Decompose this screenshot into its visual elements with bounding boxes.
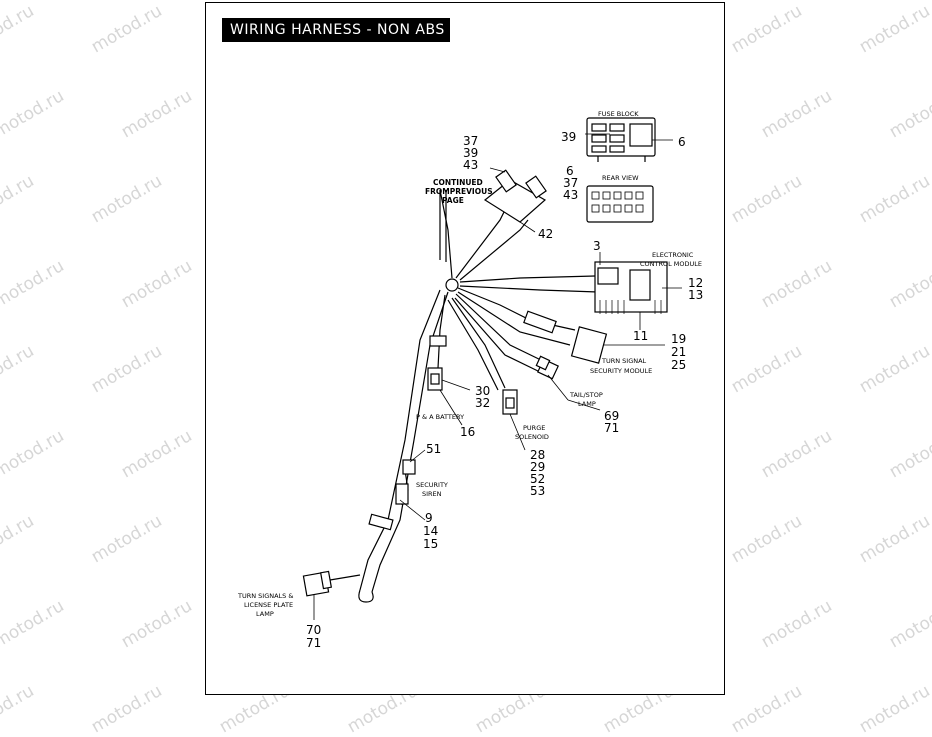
callout-12: 12 — [688, 276, 703, 290]
harness-branch-battery — [437, 294, 446, 369]
label-turn-3: LAMP — [256, 610, 274, 618]
label-continued-3: PAGE — [442, 196, 464, 205]
callout-9: 9 — [425, 511, 433, 525]
callout-52: 52 — [530, 472, 545, 486]
harness-branch-purge-2 — [447, 299, 499, 391]
fuse-block — [586, 117, 656, 162]
connector-upper — [439, 169, 547, 262]
harness-junction — [445, 278, 459, 292]
turn-signal-connector — [302, 570, 333, 597]
label-continued-2: FROMPREVIOUS — [425, 187, 493, 196]
harness-branch-tssm — [457, 287, 576, 331]
security-siren-connector — [395, 459, 416, 505]
callout-15: 15 — [423, 537, 438, 551]
harness-branch-ecm — [459, 275, 596, 283]
callout-29: 29 — [530, 460, 545, 474]
callout-fuse-39: 39 — [561, 130, 576, 144]
harness-branch-ecm-2 — [459, 285, 599, 293]
label-tail-1: TAIL/STOP — [569, 391, 603, 399]
electronic-control-module — [594, 261, 668, 314]
label-tail-2: LAMP — [578, 400, 596, 408]
callout-32: 32 — [475, 396, 490, 410]
label-purge-2: SOLENOID — [515, 433, 549, 441]
callout-37: 37 — [463, 134, 478, 148]
label-tssm-1: TURN SIGNAL — [601, 357, 647, 365]
harness-loop — [358, 589, 374, 603]
label-fuse-block: FUSE BLOCK — [598, 110, 639, 118]
harness-branch-purge — [451, 297, 506, 389]
callout-21: 21 — [671, 345, 686, 359]
battery-connector — [427, 335, 447, 391]
harness-branch-upper-2 — [455, 199, 511, 279]
callout-39: 39 — [463, 146, 478, 160]
callout-37b: 37 — [563, 176, 578, 190]
label-continued-1: CONTINUED — [433, 178, 483, 187]
label-siren-1: SECURITY — [416, 481, 448, 489]
callout-42: 42 — [538, 227, 553, 241]
harness-branch-tssm-2 — [457, 291, 571, 346]
callout-69: 69 — [604, 409, 619, 423]
label-siren-2: SIREN — [422, 490, 442, 498]
callout-28: 28 — [530, 448, 545, 462]
label-ecm-2: CONTROL MODULE — [640, 260, 702, 268]
label-battery: P & A BATTERY — [416, 413, 464, 421]
purge-solenoid-connector — [502, 389, 518, 415]
tail-stop-lamp-connector — [535, 355, 560, 380]
callout-6: 6 — [566, 164, 574, 178]
label-turn-1: TURN SIGNALS & — [237, 592, 293, 600]
turn-signal-security-module — [523, 310, 608, 364]
callout-51: 51 — [426, 442, 441, 456]
harness-clamp — [368, 513, 394, 531]
label-tssm-2: SECURITY MODULE — [590, 367, 652, 375]
harness-main-trunk — [359, 289, 441, 591]
callout-16: 16 — [460, 425, 475, 439]
callout-71b: 71 — [306, 636, 321, 650]
harness-branch-upper — [439, 189, 453, 279]
harness-branch-tail-2 — [454, 297, 541, 373]
callout-43b: 43 — [563, 188, 578, 202]
wiring-diagram: FUSE BLOCK REAR VIEW CONTINUED FROMPREVI… — [237, 110, 703, 650]
harness-branch-upper-3 — [459, 219, 529, 281]
callout-19: 19 — [671, 332, 686, 346]
callout-53: 53 — [530, 484, 545, 498]
label-purge-1: PURGE — [523, 424, 545, 432]
page-title: WIRING HARNESS - NON ABS — [222, 18, 450, 42]
label-turn-2: LICENSE PLATE — [244, 601, 293, 609]
harness-branch-turn — [329, 574, 361, 581]
label-rear-view: REAR VIEW — [602, 174, 639, 182]
callout-30: 30 — [475, 384, 490, 398]
callout-11: 11 — [633, 329, 648, 343]
label-ecm-1: ELECTRONIC — [652, 251, 694, 259]
callout-14: 14 — [423, 524, 438, 538]
callout-70: 70 — [306, 623, 321, 637]
callout-fuse-6: 6 — [678, 135, 686, 149]
callout-43: 43 — [463, 158, 478, 172]
harness-branch-tail — [455, 293, 546, 363]
callout-71a: 71 — [604, 421, 619, 435]
callout-3: 3 — [593, 239, 601, 253]
callout-13: 13 — [688, 288, 703, 302]
callout-25: 25 — [671, 358, 686, 372]
fuse-block-rear-view — [586, 185, 654, 223]
